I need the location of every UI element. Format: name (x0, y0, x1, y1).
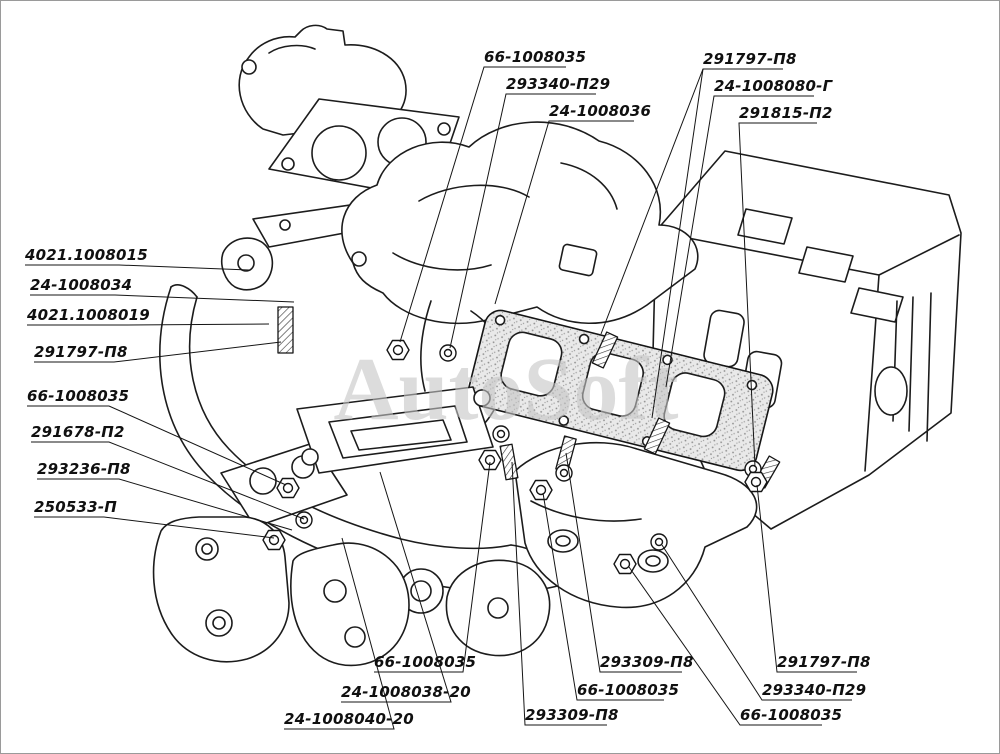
stud (499, 443, 519, 481)
washer (650, 533, 668, 551)
exhaust-manifold-drawing (514, 441, 758, 609)
leader-line (284, 537, 395, 730)
part-label: 250533-П (34, 498, 118, 516)
leader-line (31, 441, 305, 520)
intake-manifold-lower-drawing (152, 284, 564, 667)
part-label: 293309-П8 (525, 706, 619, 724)
part-label: 66-1008035 (374, 653, 477, 671)
part-label: 293340-П29 (762, 681, 867, 699)
part-label: 291815-П2 (739, 104, 833, 122)
part-label: 293236-П8 (37, 460, 131, 478)
intake-manifold-upper-drawing (341, 121, 699, 450)
washer (295, 511, 313, 529)
stud (591, 331, 619, 369)
hex-nut (744, 471, 768, 493)
part-label: 24-1008040-20 (284, 710, 414, 728)
part-label: 291797-П8 (34, 343, 128, 361)
leader-line (27, 323, 270, 326)
leader-line (756, 484, 857, 673)
leader-line (449, 93, 596, 349)
leader-line (738, 122, 817, 468)
part-label: 66-1008035 (740, 706, 843, 724)
leader-line (30, 294, 295, 303)
part-label: 66-1008035 (27, 387, 130, 405)
leader-line (628, 566, 822, 726)
part-label: 24-1008080-Г (714, 77, 833, 95)
stud (643, 417, 671, 455)
part-label: 24-1008034 (30, 276, 133, 294)
leader-line (27, 405, 287, 486)
leader-line (37, 478, 293, 531)
leader-line (665, 95, 814, 388)
hex-nut (613, 553, 637, 575)
watermark-text: AutoSoft (333, 340, 678, 439)
part-label: 293309-П8 (600, 653, 694, 671)
leader-line (651, 68, 704, 419)
hex-nut (529, 479, 553, 501)
leader-line (34, 341, 282, 363)
leader-line (399, 66, 566, 343)
leader-lines (25, 66, 857, 730)
leader-line (341, 471, 452, 703)
part-label: 291797-П8 (703, 50, 797, 68)
hardware-drawing (262, 306, 781, 575)
part-label: 4021.1008019 (27, 306, 150, 324)
hex-nut (478, 449, 502, 471)
part-label: 66-1008035 (484, 48, 587, 66)
leader-line (374, 461, 491, 673)
leader-line (565, 452, 682, 673)
leader-line (25, 264, 250, 271)
leader-line (494, 120, 634, 305)
part-label: 24-1008036 (549, 102, 652, 120)
manifold-gasket-drawing (467, 309, 774, 472)
part-label: 24-1008038-20 (341, 683, 471, 701)
leader-line (34, 516, 275, 539)
part-label: 66-1008035 (577, 681, 680, 699)
stud (277, 306, 294, 354)
part-label: 291797-П8 (777, 653, 871, 671)
leader-line (542, 492, 664, 701)
hex-nut (276, 477, 300, 499)
hex-nut (262, 529, 286, 551)
part-label: 4021.1008015 (25, 246, 148, 264)
part-label: 291678-П2 (31, 423, 125, 441)
leader-line (661, 544, 852, 701)
part-label: 293340-П29 (506, 75, 611, 93)
leader-line (511, 461, 607, 726)
